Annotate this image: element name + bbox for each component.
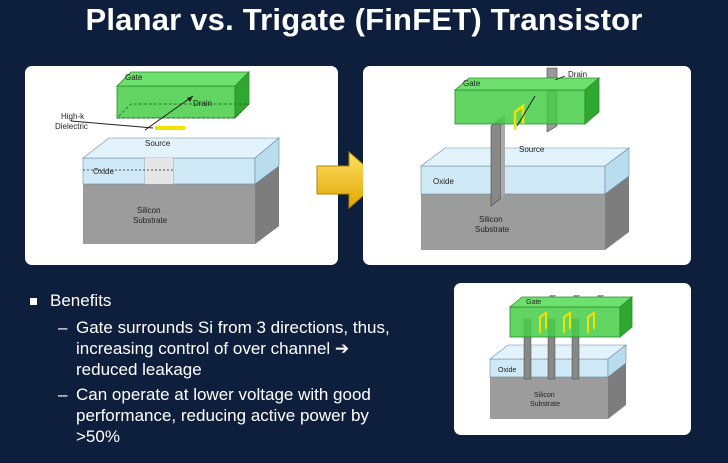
trigate-fin xyxy=(490,117,502,207)
planar-gate xyxy=(116,85,236,119)
multifin-oxide-label: Oxide xyxy=(498,367,516,374)
multifin-gate-label: Gate xyxy=(526,299,541,306)
planar-substrate-front xyxy=(83,184,255,244)
benefit-2-line-2: performance, reducing active power by xyxy=(76,406,369,425)
trigate-transistor-diagram: Gate Drain Source Oxide Silicon Substrat… xyxy=(363,66,691,265)
multifin-diagram-svg: Gate Oxide Silicon Substrate xyxy=(489,295,634,419)
dash-bullet: – xyxy=(58,318,68,337)
multifin-substrate-label-1: Silicon xyxy=(534,392,555,399)
trigate-source-label: Source xyxy=(519,145,545,154)
planar-high-k-label-1: High-k xyxy=(61,112,85,121)
benefits-heading: Benefits xyxy=(50,291,112,310)
planar-diagram-svg: Gate Drain Source High-k Dielectric Oxid… xyxy=(55,71,280,244)
benefit-item-1: – Gate surrounds Si from 3 directions, t… xyxy=(30,317,450,380)
square-bullet-icon xyxy=(30,298,37,305)
planar-substrate-label-2: Substrate xyxy=(133,216,168,225)
planar-transistor-diagram: Gate Drain Source High-k Dielectric Oxid… xyxy=(25,66,338,265)
planar-high-k-layer xyxy=(155,126,185,130)
planar-substrate-label-1: Silicon xyxy=(137,206,161,215)
benefit-1-line-1: Gate surrounds Si from 3 directions, thu… xyxy=(76,318,390,337)
planar-substrate-side xyxy=(255,166,279,244)
trigate-substrate-label-1: Silicon xyxy=(479,215,503,224)
trigate-gate-label: Gate xyxy=(463,79,481,88)
slide-title: Planar vs. Trigate (FinFET) Transistor xyxy=(85,2,643,37)
multifin-substrate xyxy=(490,377,608,419)
multifin-substrate-label-2: Substrate xyxy=(530,401,560,408)
planar-high-k-label-2: Dielectric xyxy=(55,122,88,131)
planar-oxide-left xyxy=(82,157,146,185)
benefits-heading-item: Benefits xyxy=(30,290,450,311)
benefit-2-line-1: Can operate at lower voltage with good xyxy=(76,385,371,404)
planar-source-label: Source xyxy=(145,139,171,148)
trigate-drain-label: Drain xyxy=(568,70,587,79)
benefit-1-line-2: increasing control of over channel ➔ xyxy=(76,339,350,358)
trigate-substrate xyxy=(421,194,605,250)
trigate-diagram-svg: Gate Drain Source Oxide Silicon Substrat… xyxy=(420,67,630,250)
planar-oxide-right xyxy=(172,157,256,185)
benefit-item-2: – Can operate at lower voltage with good… xyxy=(30,384,450,447)
benefit-1-line-3: reduced leakage xyxy=(76,360,202,379)
planar-top-surface xyxy=(82,137,280,159)
benefit-2-line-3: >50% xyxy=(76,427,120,446)
trigate-channel xyxy=(513,103,525,130)
planar-drain-label: Drain xyxy=(193,99,212,108)
dash-bullet: – xyxy=(58,385,68,404)
benefits-list: Benefits – Gate surrounds Si from 3 dire… xyxy=(30,290,450,451)
trigate-oxide-label: Oxide xyxy=(433,177,454,186)
trigate-oxide xyxy=(420,165,606,195)
trigate-substrate-label-2: Substrate xyxy=(475,225,510,234)
planar-channel-trench xyxy=(145,158,173,184)
planar-gate-label: Gate xyxy=(125,73,143,82)
planar-oxide-side xyxy=(254,137,280,185)
multi-fin-transistor-diagram: Gate Oxide Silicon Substrate xyxy=(454,283,691,435)
planar-oxide-label: Oxide xyxy=(93,167,114,176)
